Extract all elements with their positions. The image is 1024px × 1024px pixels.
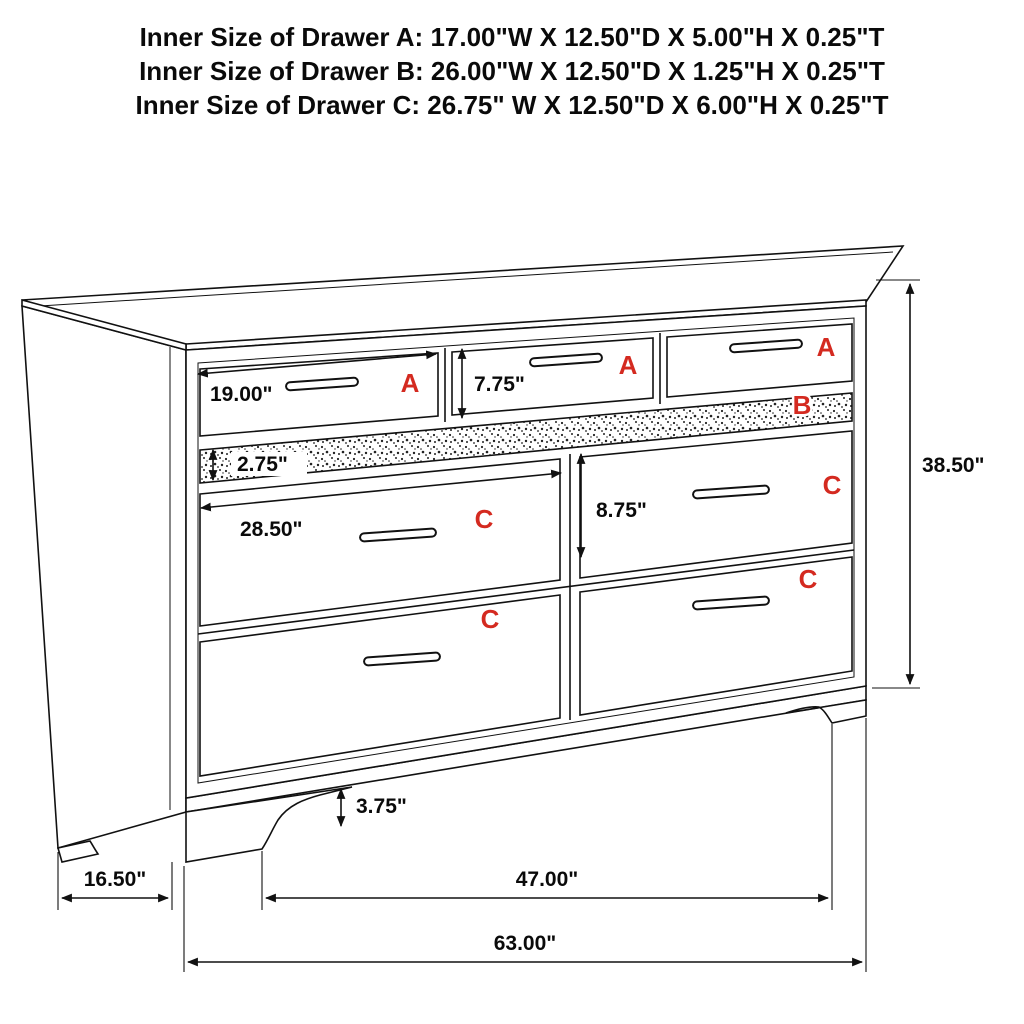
label-drawer-c-right-top: C	[823, 470, 842, 500]
drawer-letter-labels: A A A B C C C C	[398, 330, 844, 637]
drawer-c-right-bottom-front	[579, 556, 853, 716]
drawer-c-left-top-handle	[359, 527, 437, 543]
dim-overall-width-label: 63.00"	[494, 932, 557, 955]
label-drawer-b: B	[793, 390, 812, 420]
dim-drawer-c-height-label: 8.75"	[596, 499, 647, 522]
dim-overall-height-label: 38.50"	[922, 454, 985, 477]
top-bevel-line	[39, 251, 894, 307]
dim-drawer-c-width-arrow	[199, 469, 563, 512]
drawer-c-right-bottom-handle	[692, 595, 770, 611]
dim-drawer-a-width-label: 19.00"	[210, 383, 273, 406]
drawer-c-left-bottom-front	[199, 594, 561, 777]
drawer-a3-handle	[729, 338, 803, 354]
dim-leg-span-label: 47.00"	[516, 868, 579, 891]
header-line-drawer-a: Inner Size of Drawer A: 17.00"W X 12.50"…	[139, 22, 885, 52]
dresser-line-art	[21, 245, 905, 863]
side-panel	[21, 304, 187, 850]
drawer-a1-handle	[285, 376, 359, 392]
label-drawer-c-left-bottom: C	[481, 604, 500, 634]
dim-drawer-a-height-label: 7.75"	[474, 373, 525, 396]
dim-leg-height-label: 3.75"	[356, 795, 407, 818]
drawer-c-left-bottom-handle	[363, 651, 441, 667]
drawer-handles	[285, 338, 803, 667]
dimension-annotations: 19.00" 7.75" 2.75" 28.50" 8.75" 38.50" 3…	[57, 279, 987, 972]
front-left-foot	[185, 786, 353, 863]
dim-drawer-c-width-label: 28.50"	[240, 518, 303, 541]
drawer-size-header: Inner Size of Drawer A: 17.00"W X 12.50"…	[0, 20, 1024, 122]
label-drawer-a2: A	[619, 350, 638, 380]
drawer-a3-front	[666, 323, 853, 398]
mid-rail-line	[197, 549, 855, 635]
header-line-drawer-c: Inner Size of Drawer C: 26.75" W X 12.50…	[135, 90, 889, 120]
front-right-foot	[785, 699, 867, 724]
dim-drawer-b-height-label-bg	[231, 452, 307, 476]
dim-side-depth-label: 16.50"	[84, 868, 147, 891]
front-face-inner-frame	[197, 317, 855, 784]
header-line-drawer-b: Inner Size of Drawer B: 26.00"W X 12.50"…	[139, 56, 885, 86]
drawer-a2-handle	[529, 352, 603, 368]
label-drawer-a1: A	[401, 368, 420, 398]
dim-drawer-a-width-arrow	[196, 350, 438, 378]
dim-drawer-b-height-label: 2.75"	[237, 453, 288, 476]
drawer-c-right-top-handle	[692, 484, 770, 500]
label-drawer-c-right-bottom: C	[799, 564, 818, 594]
label-drawer-a3: A	[817, 332, 836, 362]
back-left-foot	[56, 840, 100, 863]
label-drawer-c-left-top: C	[475, 504, 494, 534]
